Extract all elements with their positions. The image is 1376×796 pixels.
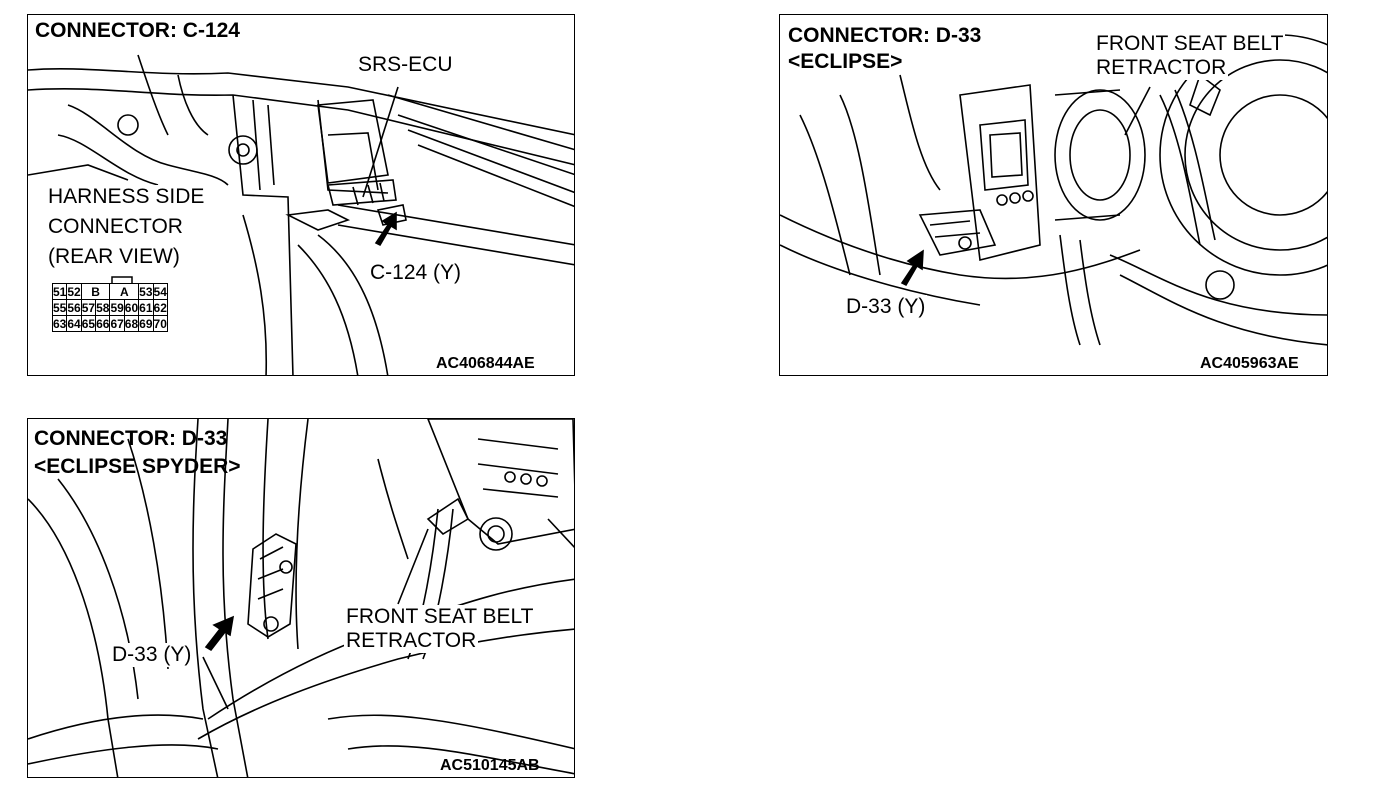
pin-cell: 56 bbox=[66, 299, 82, 316]
pin-cell: 57 bbox=[80, 299, 97, 316]
c124-label-srs-ecu: SRS-ECU bbox=[358, 53, 453, 76]
d33-eclipse-label-retractor-line2: RETRACTOR bbox=[1094, 56, 1229, 80]
panel-connector-d33-eclipse: CONNECTOR: D-33 <ECLIPSE> FRONT SEAT BEL… bbox=[779, 14, 1328, 376]
pin-cell: 69 bbox=[138, 315, 154, 332]
d33-eclipse-figure-code: AC405963AE bbox=[1200, 355, 1299, 372]
d33-eclipse-label-retractor-line1: FRONT SEAT BELT bbox=[1094, 32, 1286, 56]
d33-eclipse-illustration bbox=[780, 34, 1327, 346]
pin-cell: A bbox=[109, 283, 140, 300]
panel-connector-d33-spyder: CONNECTOR: D-33 <ECLIPSE SPYDER> FRONT S… bbox=[27, 418, 575, 778]
pin-cell: 52 bbox=[66, 283, 82, 300]
pin-cell: 62 bbox=[152, 299, 168, 316]
d33-eclipse-label-connector: D-33 (Y) bbox=[844, 295, 928, 319]
c124-label-harness-line3: (REAR VIEW) bbox=[46, 245, 182, 269]
c124-title: CONNECTOR: C-124 bbox=[35, 19, 240, 42]
c124-figure-code: AC406844AE bbox=[436, 355, 535, 372]
pin-cell: 55 bbox=[51, 299, 68, 316]
d33-spyder-label-connector: D-33 (Y) bbox=[110, 643, 194, 667]
pin-cell: 58 bbox=[95, 299, 111, 316]
c124-pin-grid: 51 52 B A 53 54 55 56 57 58 59 60 61 62 … bbox=[51, 283, 168, 332]
pin-cell: 54 bbox=[152, 283, 168, 300]
panel-connector-c124: CONNECTOR: C-124 SRS-ECU HARNESS SIDE CO… bbox=[27, 14, 575, 376]
d33-spyder-title-line1: CONNECTOR: D-33 bbox=[34, 427, 228, 450]
pin-cell: 53 bbox=[138, 283, 154, 300]
pin-cell: 51 bbox=[51, 283, 68, 300]
d33-spyder-illustration bbox=[28, 419, 574, 777]
pin-cell: 63 bbox=[51, 315, 68, 332]
d33-spyder-figure-code: AC510145AB bbox=[440, 757, 540, 774]
d33-spyder-label-retractor-line2: RETRACTOR bbox=[344, 629, 479, 653]
pin-cell: 66 bbox=[95, 315, 111, 332]
pin-cell: B bbox=[80, 283, 111, 300]
pin-cell: 68 bbox=[123, 315, 140, 332]
c124-label-harness-line1: HARNESS SIDE bbox=[46, 185, 207, 209]
pin-cell: 67 bbox=[109, 315, 125, 332]
c124-label-harness-line2: CONNECTOR bbox=[46, 215, 185, 239]
d33-spyder-title-line2: <ECLIPSE SPYDER> bbox=[34, 455, 241, 478]
pin-cell: 65 bbox=[80, 315, 97, 332]
pin-cell: 59 bbox=[109, 299, 125, 316]
c124-label-connector: C-124 (Y) bbox=[368, 261, 464, 285]
d33-spyder-label-retractor-line1: FRONT SEAT BELT bbox=[344, 605, 536, 629]
d33-eclipse-title-line2: <ECLIPSE> bbox=[788, 50, 903, 73]
pin-cell: 64 bbox=[66, 315, 82, 332]
pin-cell: 61 bbox=[138, 299, 154, 316]
c124-illustration bbox=[28, 54, 574, 375]
d33-eclipse-title-line1: CONNECTOR: D-33 bbox=[788, 24, 982, 47]
pin-cell: 70 bbox=[152, 315, 168, 332]
pin-cell: 60 bbox=[123, 299, 140, 316]
